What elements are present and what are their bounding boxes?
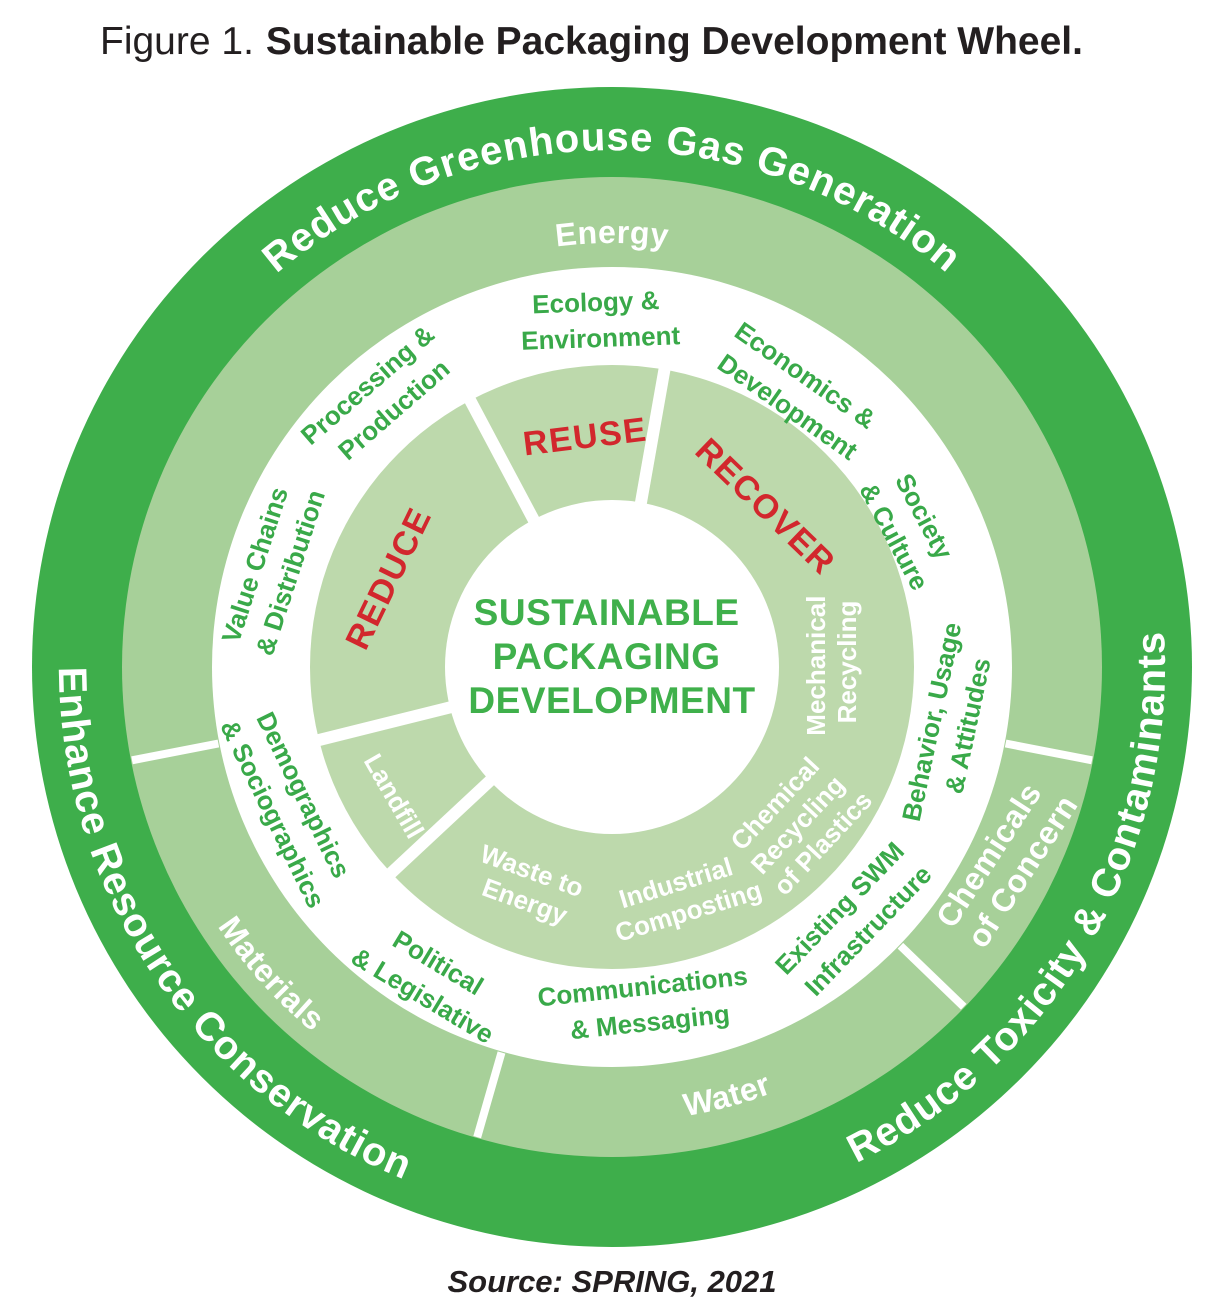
mid-ring-dividers (131, 739, 1093, 1139)
gap-reduce-reuse (462, 392, 542, 527)
gap-landfill-waste (382, 773, 498, 882)
strategy-ring-gaps (311, 362, 672, 882)
path-mechanical-recycling: Mechanical Recycling (801, 588, 862, 735)
mid-ring-divider-chemicals-water (897, 942, 967, 1010)
figure-title-prefix: Figure 1. (100, 20, 254, 63)
category-ecology: Ecology & Environment (519, 284, 680, 356)
figure-title-main: Sustainable Packaging Development Wheel. (266, 20, 1083, 63)
center-hub (445, 500, 779, 834)
gap-reduce-landfill (311, 700, 457, 748)
mid-ring-divider-water-materials (473, 1051, 506, 1139)
source-note: Source: SPRING, 2021 (447, 1264, 776, 1299)
figure-title: Figure 1. Sustainable Packaging Developme… (100, 20, 1083, 63)
mid-ring-divider-materials-energy (131, 739, 220, 765)
gap-reuse-recover (634, 362, 672, 509)
mid-ring-divider-energy-chemicals (1004, 739, 1093, 765)
mid-label-energy: Energy (553, 214, 670, 254)
center-label: SUSTAINABLE PACKAGING DEVELOPMENT (468, 592, 755, 721)
